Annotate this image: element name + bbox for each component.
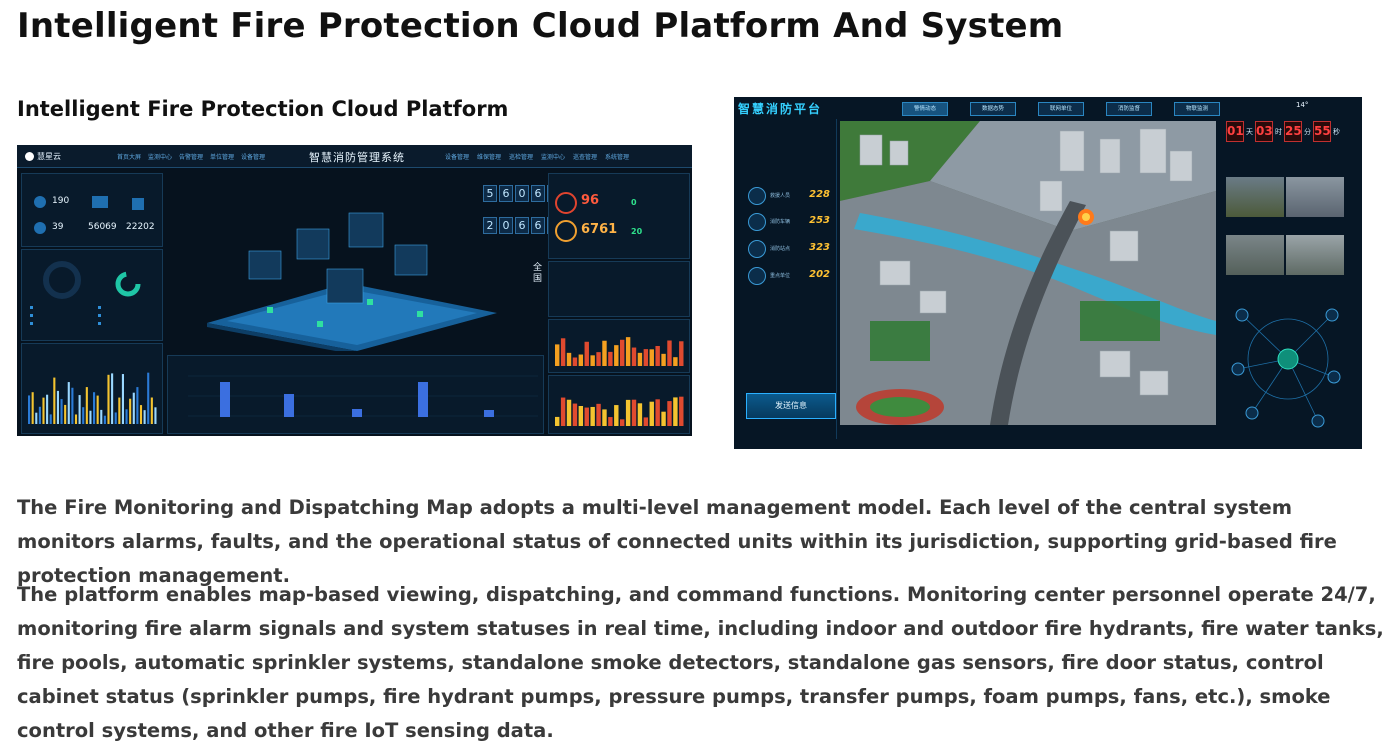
dashboard-logo: 慧星云 xyxy=(25,151,61,162)
map-brand: 智慧消防平台 xyxy=(738,102,823,116)
dashboard-nav-item: 系统管理 xyxy=(605,154,630,161)
dashboard-nav-item: 监测中心 xyxy=(148,154,173,161)
user-icon xyxy=(34,222,46,234)
dashboard-nav-item: 设备管理 xyxy=(241,154,266,161)
trend-bar-chart-2 xyxy=(555,396,684,426)
map-tab: 物联监测 xyxy=(1174,102,1220,116)
page-title: Intelligent Fire Protection Cloud Platfo… xyxy=(17,6,1064,46)
network-topology-graph xyxy=(1231,308,1341,428)
description-paragraph-2: The platform enables map-based viewing, … xyxy=(17,583,1384,742)
building-3d-panel xyxy=(167,173,542,355)
stat-value: 56069 xyxy=(88,222,117,232)
fire-truck-icon xyxy=(748,213,766,231)
device-bar-chart-panel xyxy=(167,355,544,434)
stat-value: 190 xyxy=(52,196,70,206)
device-bar-chart xyxy=(188,375,538,417)
device-status-panel xyxy=(21,249,163,341)
dashboard-nav-item: 单位管理 xyxy=(210,154,235,161)
alarm-summary-panel: 96 0 6761 20 xyxy=(548,173,690,259)
trend-bar-panel-1 xyxy=(548,319,690,373)
unit-stats-panel: 190 39 56069 22202 xyxy=(21,173,163,247)
dashboard-nav-item: 告警管理 xyxy=(179,154,204,161)
floor-platform-illustration xyxy=(207,212,497,355)
city-3d-map xyxy=(840,121,1216,425)
alarm-small-value: 20 xyxy=(631,227,643,236)
building-icon xyxy=(132,198,144,210)
monthly-alarm-bar-chart xyxy=(28,372,157,424)
unit-icon xyxy=(34,196,46,208)
dashboard-title: 智慧消防管理系统 xyxy=(309,151,405,164)
dashboard-nav-item: 维保管理 xyxy=(477,154,502,161)
send-message-button[interactable]: 发送信息 xyxy=(746,393,836,419)
dashboard-nav-item: 巡查管理 xyxy=(573,154,598,161)
map-left-column xyxy=(740,119,837,439)
station-icon xyxy=(748,240,766,258)
dashboard-topbar: 慧星云 首页大屏 监测中心 告警管理 单位管理 设备管理 智慧消防管理系统 设备… xyxy=(17,145,692,168)
section-subtitle: Intelligent Fire Protection Cloud Platfo… xyxy=(17,97,509,121)
alarm-total-value: 6761 xyxy=(581,222,618,237)
dashboard-nav-item: 巡检管理 xyxy=(509,154,534,161)
map-tab: 数据态势 xyxy=(970,102,1016,116)
stat-value: 22202 xyxy=(126,222,155,232)
alarm-icon xyxy=(555,192,577,214)
stat-value: 39 xyxy=(52,222,64,232)
map-tab: 联网单位 xyxy=(1038,102,1084,116)
dashboard-nav-item: 首页大屏 xyxy=(117,154,142,161)
alarm-small-value: 0 xyxy=(631,198,637,207)
video-thumbnail xyxy=(1286,235,1344,275)
monthly-alarm-chart-panel xyxy=(21,343,163,434)
trend-bar-chart-1 xyxy=(555,337,684,366)
fire-marker-icon xyxy=(1078,209,1094,225)
video-thumbnail xyxy=(1226,235,1284,275)
dashboard-nav-item: 监测中心 xyxy=(541,154,566,161)
trend-bar-panel-2 xyxy=(548,375,690,434)
rescuer-icon xyxy=(748,187,766,205)
alarm-today-value: 96 xyxy=(581,193,600,208)
region-label: 全国 xyxy=(533,263,543,284)
warning-icon xyxy=(555,220,577,242)
map-tab: 警情动态 xyxy=(902,102,948,116)
map-tab: 消防监督 xyxy=(1106,102,1152,116)
video-thumbnail xyxy=(1286,177,1344,217)
management-dashboard-image: 慧星云 首页大屏 监测中心 告警管理 单位管理 设备管理 智慧消防管理系统 设备… xyxy=(17,145,692,436)
dashboard-nav-item: 设备管理 xyxy=(445,154,470,161)
status-rings xyxy=(30,261,141,325)
description-paragraph-1: The Fire Monitoring and Dispatching Map … xyxy=(17,496,1337,587)
weather-readout: 14° xyxy=(1296,101,1309,109)
fire-dispatch-map-image: 智慧消防平台 警情动态 数据态势 联网单位 消防监督 物联监测 14° 救援人员… xyxy=(734,97,1362,449)
key-unit-icon xyxy=(748,267,766,285)
camera-icon xyxy=(92,196,108,208)
video-thumbnail xyxy=(1226,177,1284,217)
realtime-alert-panel xyxy=(548,261,690,317)
